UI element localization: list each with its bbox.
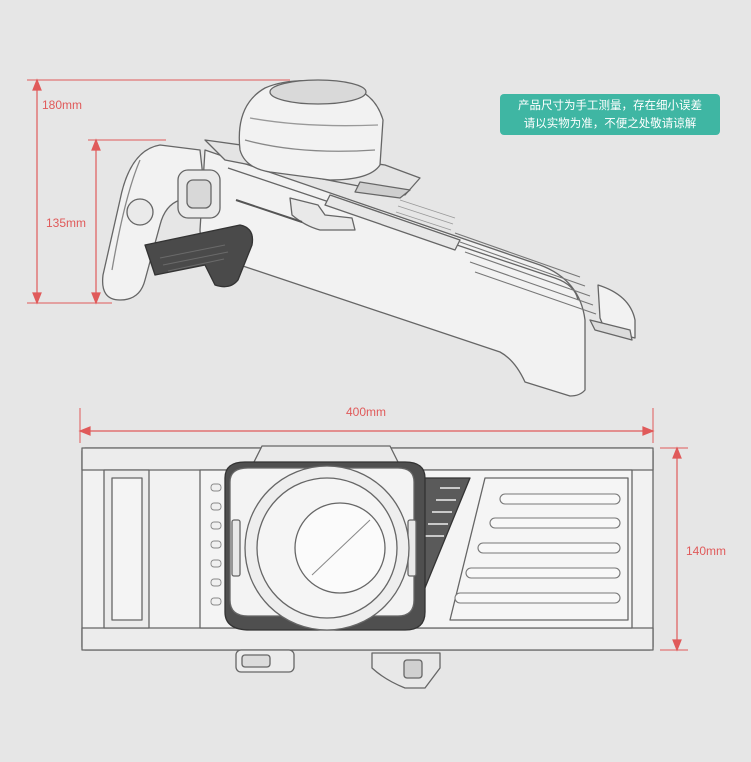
notice-line-2: 请以实物为准，不便之处敬请谅解 — [523, 116, 697, 130]
top-view — [81, 445, 654, 689]
dim-label-width: 140mm — [684, 544, 729, 558]
folding-leg — [101, 144, 206, 301]
hand-guard-dome — [238, 80, 384, 181]
side-lever — [289, 197, 356, 231]
dim-label-total-height: 180mm — [40, 98, 85, 112]
top-ribs — [454, 232, 597, 315]
dark-support — [144, 224, 254, 288]
side-knob — [126, 198, 154, 226]
perspective-view — [101, 79, 636, 397]
ribs — [454, 493, 621, 604]
dimension-lines — [27, 78, 688, 652]
measurement-notice: 产品尺寸为手工测量，存在细小误差 请以实物为准，不便之处敬请谅解 — [500, 94, 720, 135]
dim-label-length: 400mm — [344, 405, 389, 419]
notice-line-1: 产品尺寸为手工测量，存在细小误差 — [518, 98, 702, 112]
dim-label-handle-height: 135mm — [44, 216, 89, 230]
